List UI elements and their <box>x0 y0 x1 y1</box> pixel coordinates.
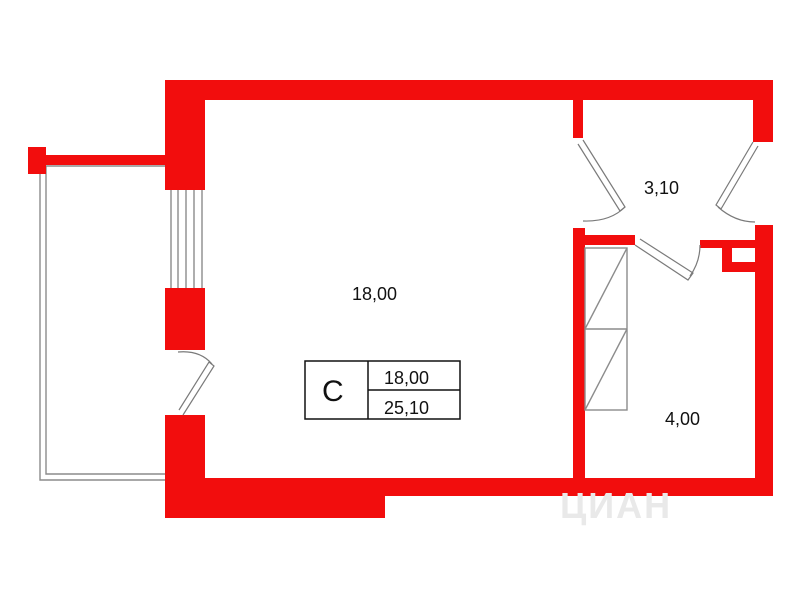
room-bath-area: 4,00 <box>665 409 700 429</box>
walls <box>165 80 773 518</box>
door-main-to-hall <box>577 139 626 222</box>
badge-living-area: 18,00 <box>384 368 429 388</box>
badge-letter: С <box>322 375 344 408</box>
area-badge: С 18,00 25,10 <box>304 360 461 420</box>
door-entrance <box>715 141 759 223</box>
watermark-text: ЦИАН <box>560 485 672 526</box>
room-hall-area: 3,10 <box>644 178 679 198</box>
room-main-area: 18,00 <box>352 284 397 304</box>
door-balcony <box>177 351 215 416</box>
badge-total-area: 25,10 <box>384 398 429 418</box>
watermark: ЦИАН <box>560 485 672 526</box>
balcony-window <box>170 188 203 288</box>
wardrobe <box>584 247 628 411</box>
door-hall-to-bath <box>634 238 701 281</box>
balcony <box>28 147 165 481</box>
